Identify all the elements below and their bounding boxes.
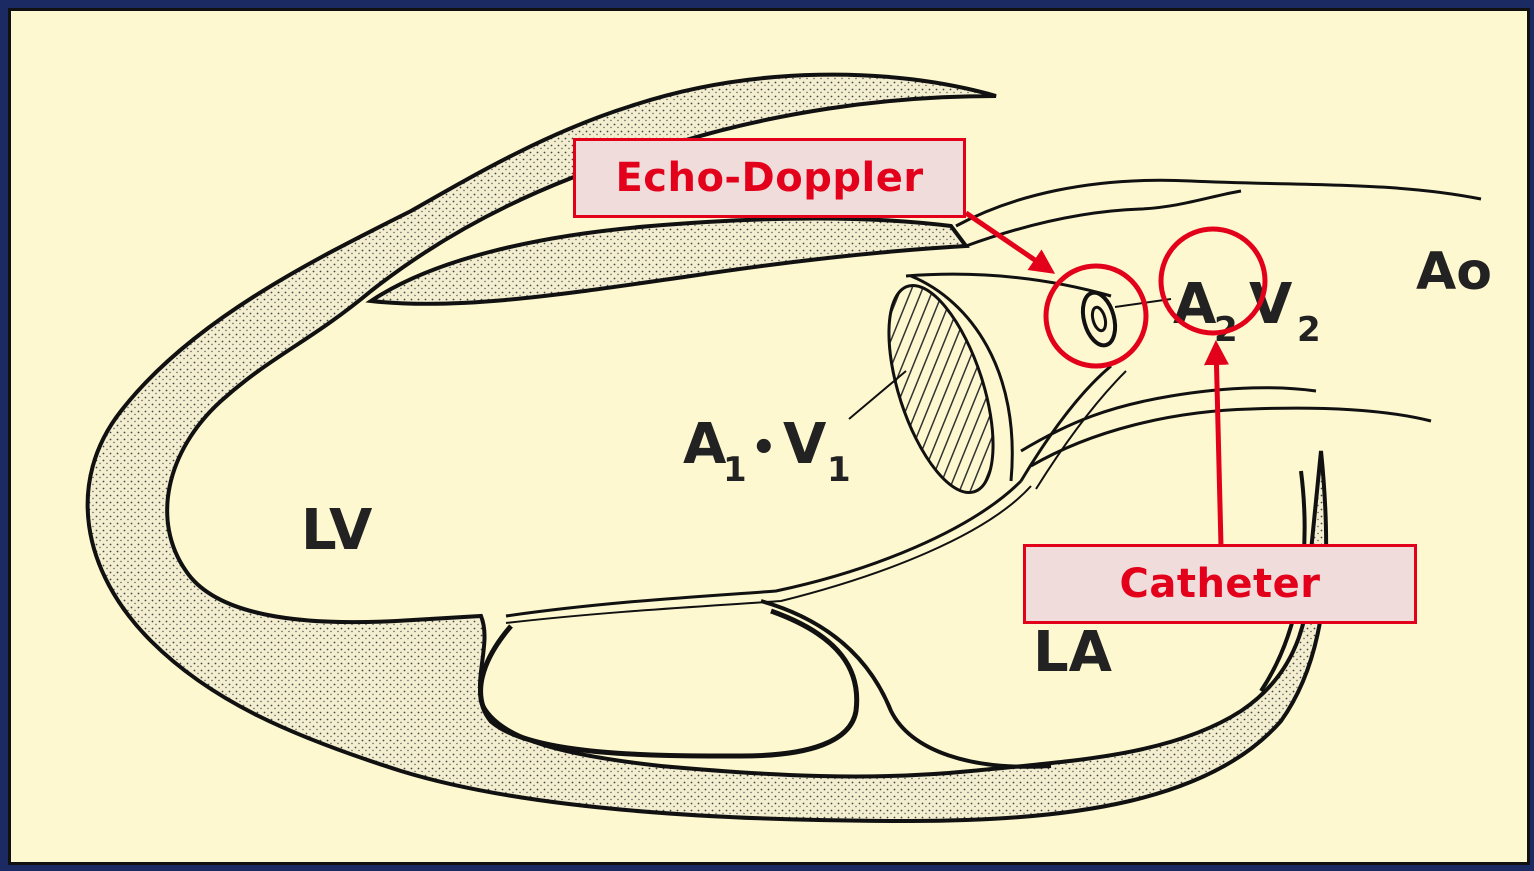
a2v2-sample-volume xyxy=(1078,289,1121,349)
lower-chamber xyxy=(481,611,857,756)
aorta-root xyxy=(906,274,1111,296)
diagram-panel: LV LA Ao A 1 • V 1 A 2 V 2 Echo-Doppler … xyxy=(8,8,1530,865)
label-la: LA xyxy=(1033,620,1113,685)
label-a1v1: A 1 • V 1 xyxy=(683,412,851,490)
svg-text:V: V xyxy=(783,412,827,477)
svg-text:V: V xyxy=(1249,272,1293,337)
echo-doppler-callout: Echo-Doppler xyxy=(573,138,966,218)
aorta-upper-wall xyxy=(956,180,1481,226)
svg-text:1: 1 xyxy=(827,450,851,490)
svg-text:•: • xyxy=(751,425,777,471)
svg-text:2: 2 xyxy=(1297,310,1321,350)
svg-text:1: 1 xyxy=(723,450,747,490)
label-lv: LV xyxy=(301,498,373,563)
catheter-callout: Catheter xyxy=(1023,544,1417,624)
svg-text:A: A xyxy=(683,412,727,477)
a1v1-measurement-ellipse xyxy=(868,273,1015,504)
anterior-leaflet xyxy=(506,481,1021,616)
label-a2v2: A 2 V 2 xyxy=(1173,272,1321,350)
catheter-arrow xyxy=(1216,345,1221,546)
aorto-mitral-curtain xyxy=(1021,388,1316,451)
label-ao: Ao xyxy=(1416,242,1492,302)
aorta-inner-wall xyxy=(966,191,1241,246)
